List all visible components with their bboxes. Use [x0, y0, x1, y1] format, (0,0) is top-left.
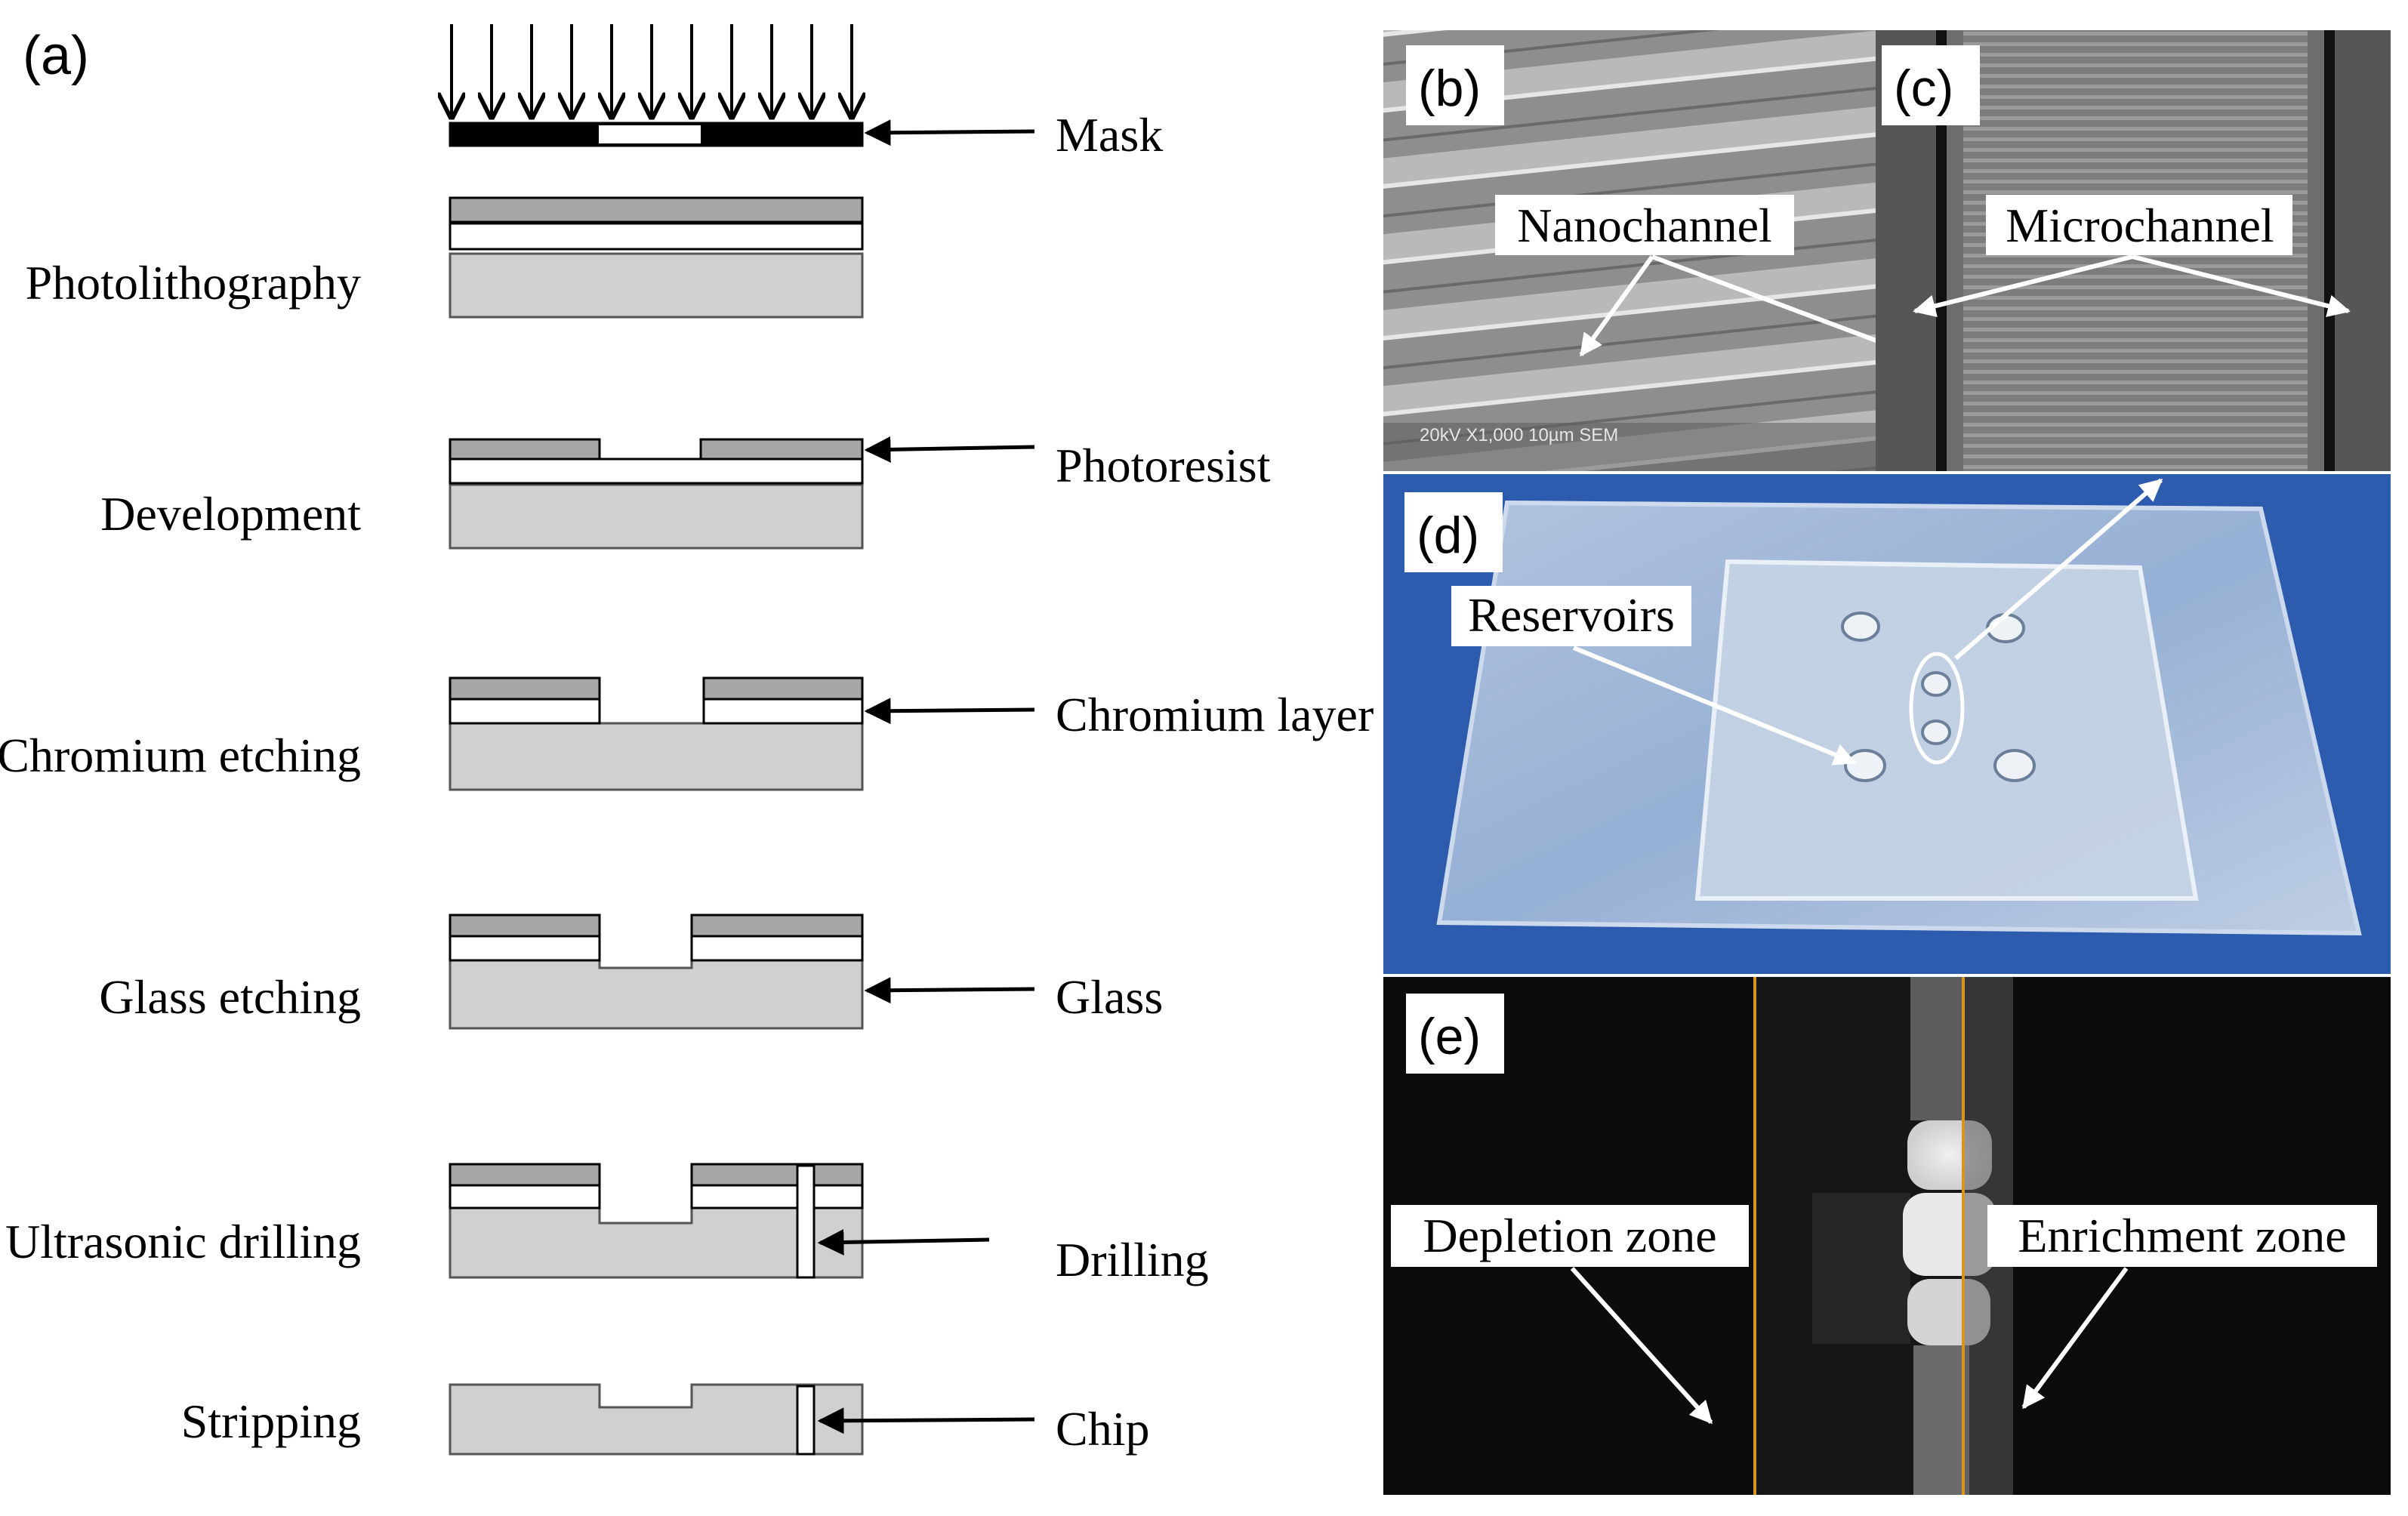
panel-c-tag: (c) [1894, 60, 1953, 117]
mask-layer [449, 122, 864, 147]
microchannel-label: Microchannel [2006, 199, 2274, 252]
microchannel-pointer-arrow [1954, 478, 2163, 661]
mask-callout-arrow [864, 119, 1035, 146]
panel-a-process-flow: (a) Mask Photolithography [0, 24, 1374, 1456]
panel-b-sem-image: 20kV X1,000 10µm SEM (b) Nanochannel [1383, 30, 2033, 471]
enrichment-zone-label: Enrichment zone [2018, 1209, 2346, 1262]
reservoir-holes [1841, 612, 2036, 782]
step-stripping-diagram [449, 1383, 864, 1456]
panel-e-tag-box [1406, 994, 1504, 1074]
glass-callout: Glass [1056, 970, 1163, 1024]
step-development-diagram [449, 438, 864, 550]
enrichment-zone-arrow [2021, 1267, 2129, 1410]
chip-callout: Chip [1056, 1402, 1149, 1456]
panel-e-tag: (e) [1418, 1008, 1481, 1065]
drilling-callout-arrow [817, 1228, 990, 1256]
depletion-zone-label: Depletion zone [1423, 1209, 1716, 1262]
step-label-photolithography: Photolithography [26, 256, 361, 310]
step-chromium-etching-diagram [449, 676, 864, 791]
depletion-zone-label-box [1391, 1205, 1749, 1267]
panel-d-chip-photo: (d) Reservoirs [1383, 474, 2391, 974]
nanochannel-arrow-left [1579, 255, 1654, 357]
microchannel-arrow-left [1913, 254, 2133, 318]
reservoirs-label: Reservoirs [1468, 588, 1675, 642]
panel-b-tag: (b) [1418, 60, 1481, 117]
chromium-callout-arrow [864, 698, 1035, 725]
sem-footer-text: 20kV X1,000 10µm SEM [1420, 425, 1618, 445]
reservoirs-label-box [1451, 586, 1691, 646]
panel-b-tag-box [1406, 45, 1504, 125]
step-photolithography-diagram [449, 196, 864, 319]
step-label-chromium-etching: Chromium etching [0, 729, 361, 782]
photoresist-callout: Photoresist [1056, 439, 1271, 492]
uv-exposure-arrows [452, 24, 852, 117]
chromium-callout: Chromium layer [1056, 688, 1374, 741]
enrichment-zone-label-box [1987, 1205, 2377, 1267]
step-label-stripping: Stripping [181, 1394, 361, 1448]
photoresist-callout-arrow [864, 436, 1035, 463]
microchannel-arrow-right [2132, 254, 2351, 317]
nanochannel-label-box [1495, 195, 1794, 255]
step-label-ultrasonic-drilling: Ultrasonic drilling [5, 1215, 361, 1268]
step-label-glass-etching: Glass etching [99, 970, 361, 1024]
step-ultrasonic-drilling-diagram [449, 1163, 864, 1279]
glass-callout-arrow [864, 977, 1035, 1004]
step-glass-etching-diagram [449, 914, 864, 1030]
reservoirs-arrow [1572, 646, 1857, 766]
nanochannel-label: Nanochannel [1517, 199, 1772, 252]
channel-highlight-ellipse [1909, 652, 1965, 765]
step-label-development: Development [100, 487, 361, 541]
drilling-callout: Drilling [1056, 1233, 1209, 1286]
depletion-zone-arrow [1570, 1266, 1713, 1425]
mask-callout: Mask [1056, 108, 1163, 162]
panel-d-tag-box [1404, 492, 1503, 572]
chip-callout-arrow [817, 1407, 1035, 1434]
panel-c-microchannel-image: (c) Microchannel [1876, 30, 2391, 471]
microchannel-label-box [1986, 195, 2292, 255]
panel-d-tag: (d) [1417, 507, 1479, 564]
panel-e-fluorescence-image: (e) Depletion zone Enrichment zone [1383, 977, 2391, 1495]
panel-a-tag: (a) [23, 26, 89, 86]
panel-c-tag-box [1882, 45, 1980, 125]
